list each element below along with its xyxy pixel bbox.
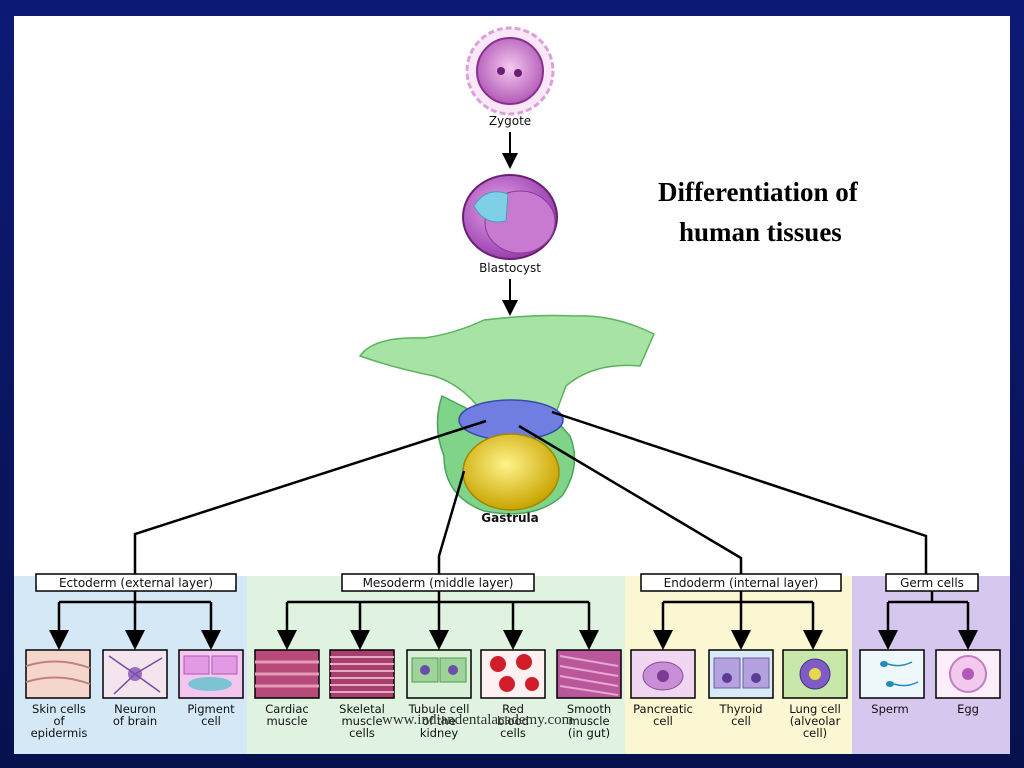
ectoderm-header: Ectoderm (external layer) [59,576,213,590]
endoderm-cell-1-line2: cell [731,714,751,728]
mesoderm-header: Mesoderm (middle layer) [363,576,514,590]
egg-image [935,649,1001,699]
mesoderm-cell-2-line1: Tubule cell [408,702,470,716]
endoderm-header: Endoderm (internal layer) [664,576,819,590]
cell-thumbnails [25,649,1001,699]
ectoderm-cell-1-line2: of brain [113,714,157,728]
differentiation-diagram: Differentiation of human tissues Zygote … [14,26,1010,754]
slide: Differentiation of human tissues Zygote … [14,16,1010,754]
cardiac-muscle-image [254,649,320,699]
mesoderm-cell-1-line1: Skeletal [339,702,385,716]
mesoderm-cell-4-line2: muscle [568,714,609,728]
gastrula-illustration [358,314,655,515]
mesoderm-cell-1-line2: muscle [341,714,382,728]
mesoderm-cell-3-line1: Red [502,702,524,716]
watermark: www.indiandentalacademy.com [382,712,574,728]
zygote-label: Zygote [489,114,531,128]
endoderm-cell-0-line2: cell [653,714,673,728]
branch-lines [133,410,928,578]
pancreatic-cell-image [630,649,696,699]
mesoderm-cell-4-line3: (in gut) [568,726,610,740]
zygote-illustration [465,26,555,116]
lung-cell-image [782,649,848,699]
kidney-tubule-image [406,649,472,699]
mesoderm-cell-3-line3: cells [500,726,526,740]
endoderm-cell-2-line3: cell) [803,726,827,740]
pigment-cell-image [178,649,244,699]
endoderm-cell-0-line1: Pancreatic [633,702,693,716]
sub-branches [49,591,978,650]
endoderm-cell-2-line2: (alveolar [790,714,841,728]
germ-cell-0-line1: Sperm [871,702,908,716]
thyroid-cell-image [708,649,774,699]
layer-headers: Ectoderm (external layer) Mesoderm (midd… [35,573,979,592]
blastocyst-illustration [462,174,558,260]
sperm-image [859,649,925,699]
cell-labels: Skin cells of epidermis Neuron of brain … [31,702,979,740]
mesoderm-cell-2-line3: kidney [420,726,459,740]
red-blood-cells-image [480,649,546,699]
neuron-image [102,649,168,699]
ectoderm-cell-0-line2: of [53,714,65,728]
germ-header: Germ cells [900,576,964,590]
smooth-muscle-image [556,649,622,699]
blastocyst-label: Blastocyst [479,261,541,275]
mesoderm-cell-4-line1: Smooth [567,702,611,716]
mesoderm-cell-1-line3: cells [349,726,375,740]
germ-cell-1-line1: Egg [957,702,979,716]
ectoderm-cell-0-line3: epidermis [31,726,88,740]
ectoderm-cell-2-line2: cell [201,714,221,728]
ectoderm-cell-1-line1: Neuron [114,702,156,716]
endoderm-cell-1-line1: Thyroid [718,702,762,716]
mesoderm-cell-2-line2: of the [422,714,456,728]
endoderm-cell-2-line1: Lung cell [789,702,841,716]
ectoderm-cell-0-line1: Skin cells [32,702,86,716]
skeletal-muscle-image [329,649,395,699]
mesoderm-cell-0-line1: Cardiac [265,702,308,716]
mesoderm-cell-0-line2: muscle [266,714,307,728]
ectoderm-cell-2-line1: Pigment [187,702,235,716]
skin-cells-image [25,649,91,699]
gastrula-label: Gastrula [481,511,539,525]
title-line-1: Differentiation of [658,177,859,207]
mesoderm-cell-3-line2: blood [497,714,529,728]
title-line-2: human tissues [679,217,842,247]
